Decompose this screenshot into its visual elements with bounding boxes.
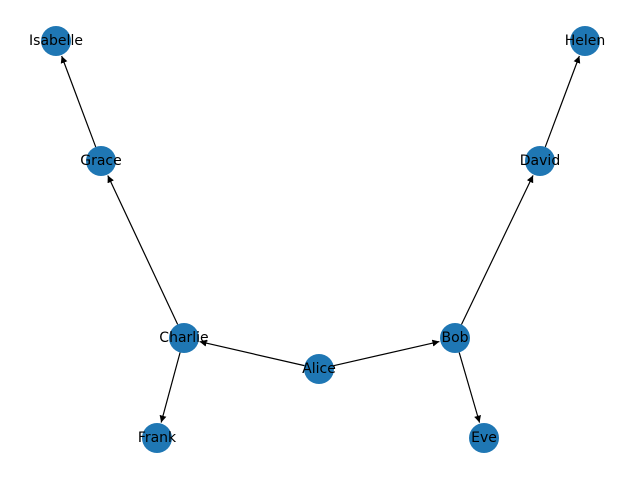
node-grace bbox=[86, 146, 116, 176]
node-label-frank: Frank bbox=[138, 430, 177, 446]
edge-alice-to-charlie bbox=[199, 339, 305, 367]
node-label-grace: Grace bbox=[80, 153, 122, 169]
node-bob bbox=[440, 323, 470, 353]
node-label-bob: Bob bbox=[441, 330, 468, 346]
node-charlie bbox=[169, 323, 199, 353]
node-label-alice: Alice bbox=[302, 361, 336, 377]
edge-charlie-to-frank bbox=[159, 352, 181, 423]
edge-charlie-to-grace bbox=[107, 175, 179, 325]
node-label-david: David bbox=[520, 153, 560, 169]
edge-alice-to-bob bbox=[333, 339, 440, 367]
edge-grace-to-isabelle bbox=[60, 55, 97, 148]
node-isabelle bbox=[41, 26, 71, 56]
node-label-helen: Helen bbox=[565, 33, 606, 49]
edges-layer bbox=[60, 55, 581, 423]
node-alice bbox=[304, 354, 334, 384]
nodes-layer bbox=[41, 26, 600, 453]
node-label-eve: Eve bbox=[471, 430, 497, 446]
node-eve bbox=[469, 423, 499, 453]
edge-david-to-helen bbox=[544, 55, 581, 148]
node-frank bbox=[142, 423, 172, 453]
node-david bbox=[525, 146, 555, 176]
node-helen bbox=[570, 26, 600, 56]
node-label-charlie: Charlie bbox=[159, 330, 208, 346]
edge-bob-to-eve bbox=[458, 352, 481, 423]
node-label-isabelle: Isabelle bbox=[29, 33, 83, 49]
edge-bob-to-david bbox=[460, 175, 534, 325]
